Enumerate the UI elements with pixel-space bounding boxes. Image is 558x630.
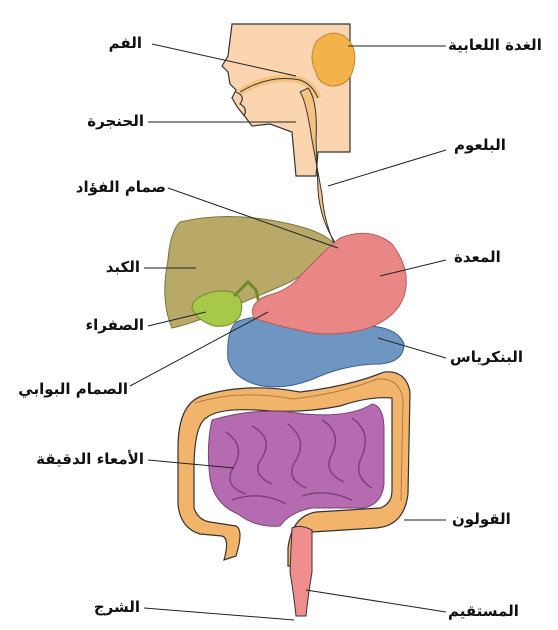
leader-lines [129,43,447,621]
label-gallbladder: الصفراء [85,316,145,334]
salivary-gland-shape [311,32,356,87]
label-pharynx: البلعوم [454,136,506,154]
label-mouth: الفم [108,34,142,52]
label-salivary-gland: الغدة اللعابية [448,36,542,54]
label-anus: الشرج [93,598,140,616]
label-pancreas: البنكرياس [450,348,524,366]
stomach-shape [252,232,407,335]
label-larynx: الحنجرة [87,112,144,130]
label-liver: الكبد [105,258,140,276]
colon-shape [177,371,411,567]
rectum-shape [289,525,313,617]
label-small-intestine: الأمعاء الدقيقة [36,450,144,468]
lips [235,91,246,117]
label-pyloric-sphincter: الصمام البوابي [18,380,128,398]
label-stomach: المعدة [454,248,501,266]
label-colon: القولون [452,510,511,528]
label-cardiac-sphincter: صمام الفؤاد [75,178,166,196]
label-rectum: المستقيم [448,602,519,620]
gallbladder-shape [191,290,243,327]
intestine-folds [225,417,373,505]
